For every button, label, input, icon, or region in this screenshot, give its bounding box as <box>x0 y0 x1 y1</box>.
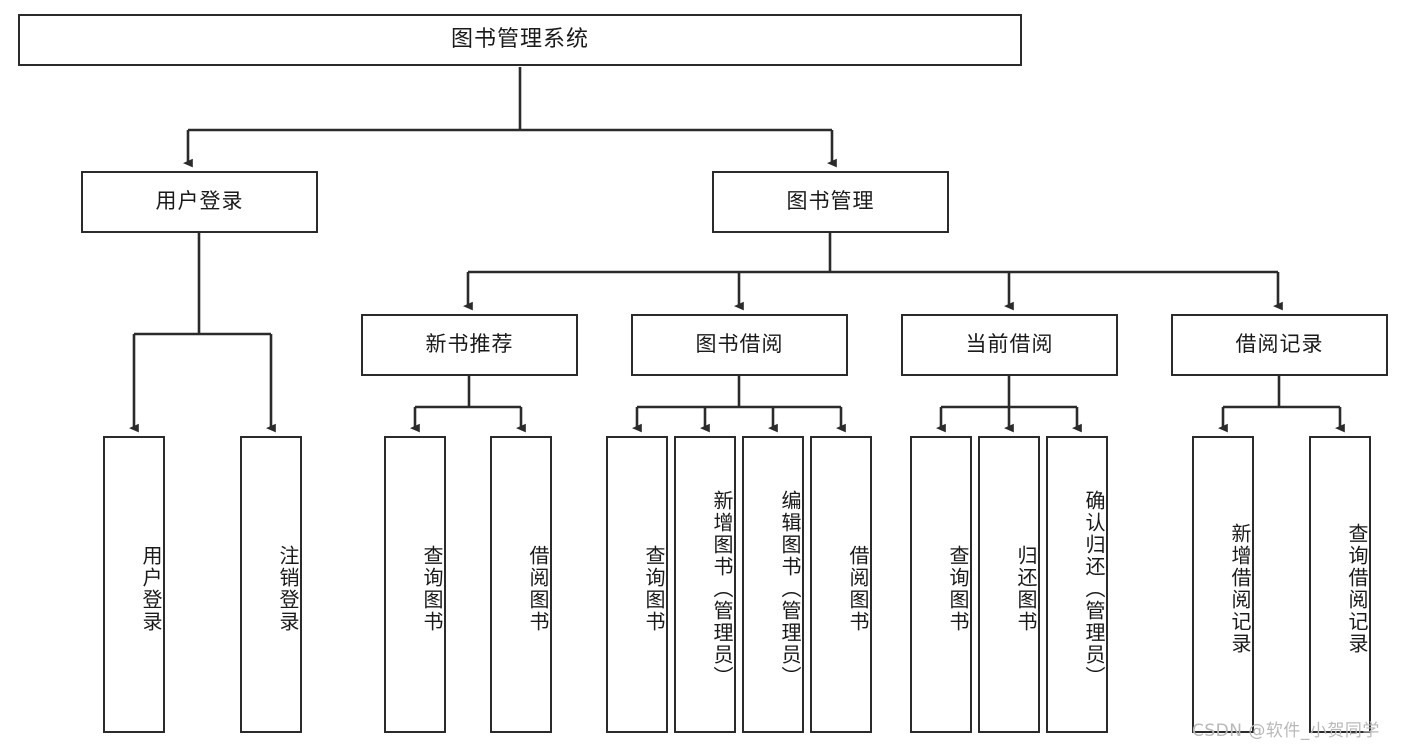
node-leaf-query-book-2[interactable]: 查询图书 <box>606 436 668 733</box>
node-leaf-add-record-label: 新增借阅记录 <box>1228 522 1252 655</box>
node-borrow-record-label: 借阅记录 <box>1235 332 1324 357</box>
node-leaf-add-book-label: 新增图书（管理员） <box>710 489 734 688</box>
node-leaf-user-login[interactable]: 用户登录 <box>103 436 165 733</box>
node-user-login[interactable]: 用户登录 <box>81 171 318 233</box>
node-current-borrow[interactable]: 当前借阅 <box>901 314 1118 376</box>
node-leaf-edit-book-label: 编辑图书（管理员） <box>778 489 802 688</box>
node-leaf-return-book-label: 归还图书 <box>1014 544 1038 633</box>
node-leaf-query-record-label: 查询借阅记录 <box>1345 522 1369 655</box>
node-leaf-borrow-book-2-label: 借阅图书 <box>846 544 870 633</box>
node-book-manage-label: 图书管理 <box>786 189 875 214</box>
node-leaf-user-login-label: 用户登录 <box>139 544 163 633</box>
node-leaf-borrow-book-2[interactable]: 借阅图书 <box>810 436 872 733</box>
node-current-borrow-label: 当前借阅 <box>965 332 1054 357</box>
node-new-book-recommend[interactable]: 新书推荐 <box>361 314 578 376</box>
node-leaf-borrow-book-1[interactable]: 借阅图书 <box>490 436 552 733</box>
node-new-book-recommend-label: 新书推荐 <box>425 332 514 357</box>
csdn-watermark: CSDN @软件_小贺同学 <box>1192 721 1380 741</box>
node-user-login-label: 用户登录 <box>155 189 244 214</box>
node-book-borrow-label: 图书借阅 <box>695 332 784 357</box>
node-book-manage[interactable]: 图书管理 <box>712 171 949 233</box>
node-leaf-query-book-1[interactable]: 查询图书 <box>384 436 446 733</box>
node-leaf-logout-login-label: 注销登录 <box>276 544 300 633</box>
node-leaf-add-record[interactable]: 新增借阅记录 <box>1192 436 1254 733</box>
node-leaf-add-book[interactable]: 新增图书（管理员） <box>674 436 736 733</box>
node-root-label: 图书管理系统 <box>450 26 589 52</box>
node-leaf-return-book[interactable]: 归还图书 <box>978 436 1040 733</box>
node-leaf-query-record[interactable]: 查询借阅记录 <box>1309 436 1371 733</box>
node-leaf-query-book-1-label: 查询图书 <box>420 544 444 633</box>
node-leaf-query-book-3[interactable]: 查询图书 <box>910 436 972 733</box>
node-leaf-borrow-book-1-label: 借阅图书 <box>526 544 550 633</box>
node-leaf-confirm-return-label: 确认归还（管理员） <box>1082 489 1106 688</box>
node-leaf-confirm-return[interactable]: 确认归还（管理员） <box>1046 436 1108 733</box>
node-root[interactable]: 图书管理系统 <box>18 14 1022 66</box>
node-leaf-query-book-3-label: 查询图书 <box>946 544 970 633</box>
node-leaf-logout-login[interactable]: 注销登录 <box>240 436 302 733</box>
node-leaf-edit-book[interactable]: 编辑图书（管理员） <box>742 436 804 733</box>
node-borrow-record[interactable]: 借阅记录 <box>1171 314 1388 376</box>
node-leaf-query-book-2-label: 查询图书 <box>642 544 666 633</box>
node-book-borrow[interactable]: 图书借阅 <box>631 314 848 376</box>
